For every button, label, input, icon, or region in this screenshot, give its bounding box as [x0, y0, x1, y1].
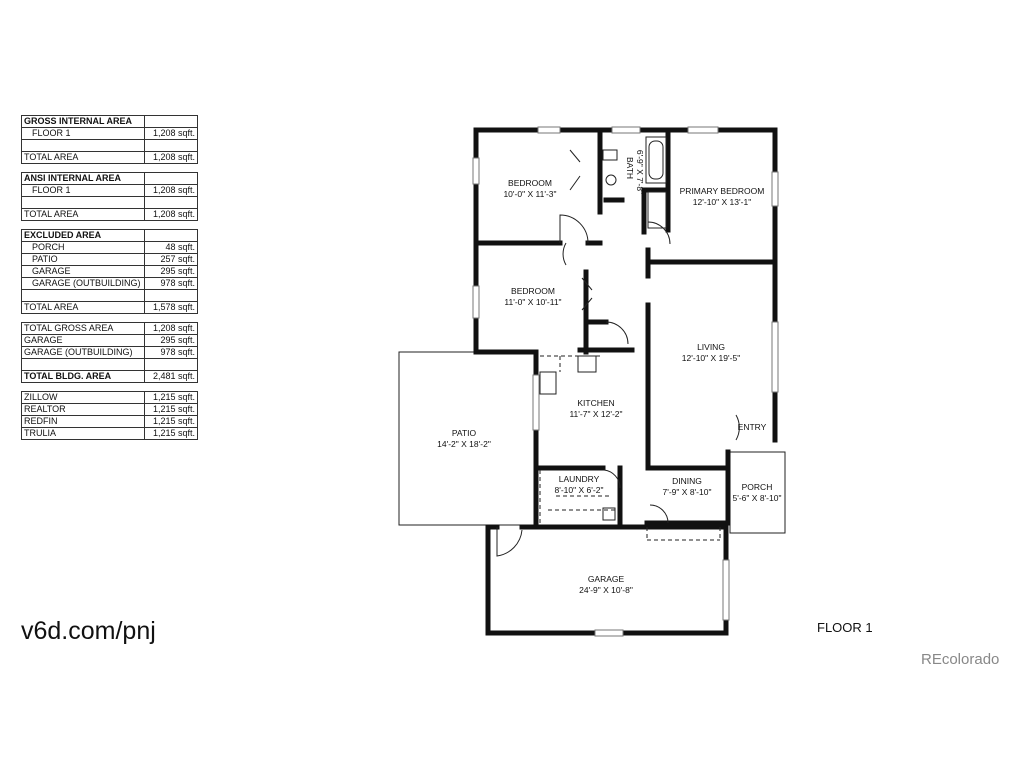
- room-dims-bath: 6'-9" X 7'-8": [635, 150, 645, 194]
- row-value: 1,208 sqft.: [144, 208, 198, 221]
- room-label-laundry: LAUNDRY: [559, 474, 600, 484]
- room-dims-kitchen: 11'-7" X 12'-2": [569, 409, 622, 419]
- row-value: 2,481 sqft.: [144, 370, 198, 383]
- room-label-garage: GARAGE: [588, 574, 625, 584]
- interior-walls: [473, 127, 778, 526]
- room-label-patio: PATIO: [452, 428, 477, 438]
- row-label: TOTAL AREA: [21, 151, 145, 164]
- row-value: 1,215 sqft.: [144, 427, 198, 440]
- row-value: 1,208 sqft.: [144, 151, 198, 164]
- table-row: GARAGE (OUTBUILDING)978 sqft.: [21, 346, 198, 359]
- room-dims-bedroom-2: 11'-0" X 10'-11": [504, 297, 561, 307]
- room-label-dining: DINING: [672, 476, 702, 486]
- doors: [496, 214, 740, 557]
- table-row: [21, 358, 198, 371]
- room-dims-laundry: 8'-10" X 6'-2": [555, 485, 604, 495]
- row-label: TOTAL AREA: [21, 208, 145, 221]
- room-dims-living: 12'-10" X 19'-5": [682, 353, 740, 363]
- floor-label: FLOOR 1: [817, 620, 873, 635]
- room-label-porch: PORCH: [742, 482, 773, 492]
- room-dims-dining: 7'-9" X 8'-10": [663, 487, 712, 497]
- fixtures: [539, 136, 721, 541]
- room-label-bedroom-1: BEDROOM: [508, 178, 552, 188]
- room-dims-garage: 24'-9" X 10'-8": [579, 585, 633, 595]
- row-label: TRULIA: [21, 427, 145, 440]
- watermark: REcolorado: [921, 651, 1000, 668]
- room-label-primary-bedroom: PRIMARY BEDROOM: [680, 186, 765, 196]
- row-value: 295 sqft.: [144, 334, 198, 347]
- room-dims-bedroom-1: 10'-0" X 11'-3": [503, 189, 556, 199]
- site-url: v6d.com/pnj: [21, 617, 156, 645]
- room-dims-porch: 5'-6" X 8'-10": [733, 493, 782, 503]
- windows: [472, 126, 779, 637]
- room-dims-patio: 14'-2" X 18'-2": [437, 439, 491, 449]
- room-label-living: LIVING: [697, 342, 725, 352]
- room-dims-primary-bedroom: 12'-10" X 13'-1": [693, 197, 751, 207]
- table-row: GARAGE (OUTBUILDING)978 sqft.: [21, 277, 198, 290]
- room-label-entry: ENTRY: [738, 422, 767, 432]
- row-value: 1,578 sqft.: [144, 301, 198, 314]
- room-label-bedroom-2: BEDROOM: [511, 286, 555, 296]
- room-label-kitchen: KITCHEN: [577, 398, 614, 408]
- room-label-bath: BATH: [625, 157, 635, 179]
